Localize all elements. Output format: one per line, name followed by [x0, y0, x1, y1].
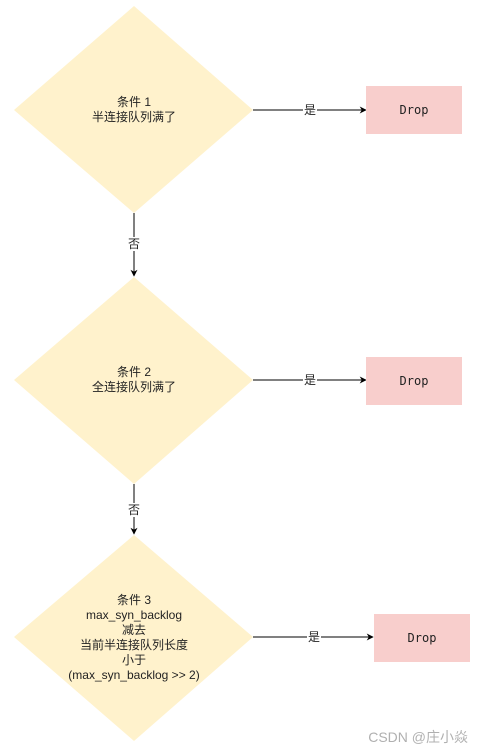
watermark-text: CSDN @庄小焱 — [368, 729, 468, 745]
drop-box-1: Drop — [366, 86, 462, 134]
condition-1-text: 条件 1 半连接队列满了 — [92, 95, 176, 125]
condition-3-line-1: 条件 3 — [116, 593, 151, 607]
condition-3-line-5: 小于 — [121, 653, 146, 667]
drop-box-2: Drop — [366, 357, 462, 405]
edge-no-1-label: 否 — [126, 237, 142, 251]
decision-diamond-1 — [14, 6, 253, 213]
condition-2-line-1: 条件 2 — [116, 365, 152, 379]
condition-1-line-1: 条件 1 — [116, 95, 152, 109]
condition-2-line-2: 全连接队列满了 — [91, 380, 177, 394]
edge-no-2-label: 否 — [126, 503, 142, 517]
edge-yes-2-label: 是 — [302, 373, 318, 387]
edge-yes-3-label: 是 — [306, 630, 322, 644]
condition-3-line-4: 当前半连接队列长度 — [79, 638, 188, 652]
edge-yes-1-label: 是 — [302, 103, 318, 117]
condition-2-text: 条件 2 全连接队列满了 — [92, 365, 176, 395]
decision-diamond-2 — [14, 277, 253, 484]
condition-3-line-6: (max_syn_backlog >> 2) — [68, 668, 200, 682]
condition-3-line-2: max_syn_backlog — [85, 608, 183, 622]
condition-3-line-3: 减去 — [121, 623, 146, 637]
condition-1-line-2: 半连接队列满了 — [91, 110, 177, 124]
drop-box-3: Drop — [374, 614, 470, 662]
decision-diamond-3 — [14, 535, 253, 741]
condition-3-text: 条件 3 max_syn_backlog 减去 当前半连接队列长度 小于 (ma… — [68, 593, 199, 683]
